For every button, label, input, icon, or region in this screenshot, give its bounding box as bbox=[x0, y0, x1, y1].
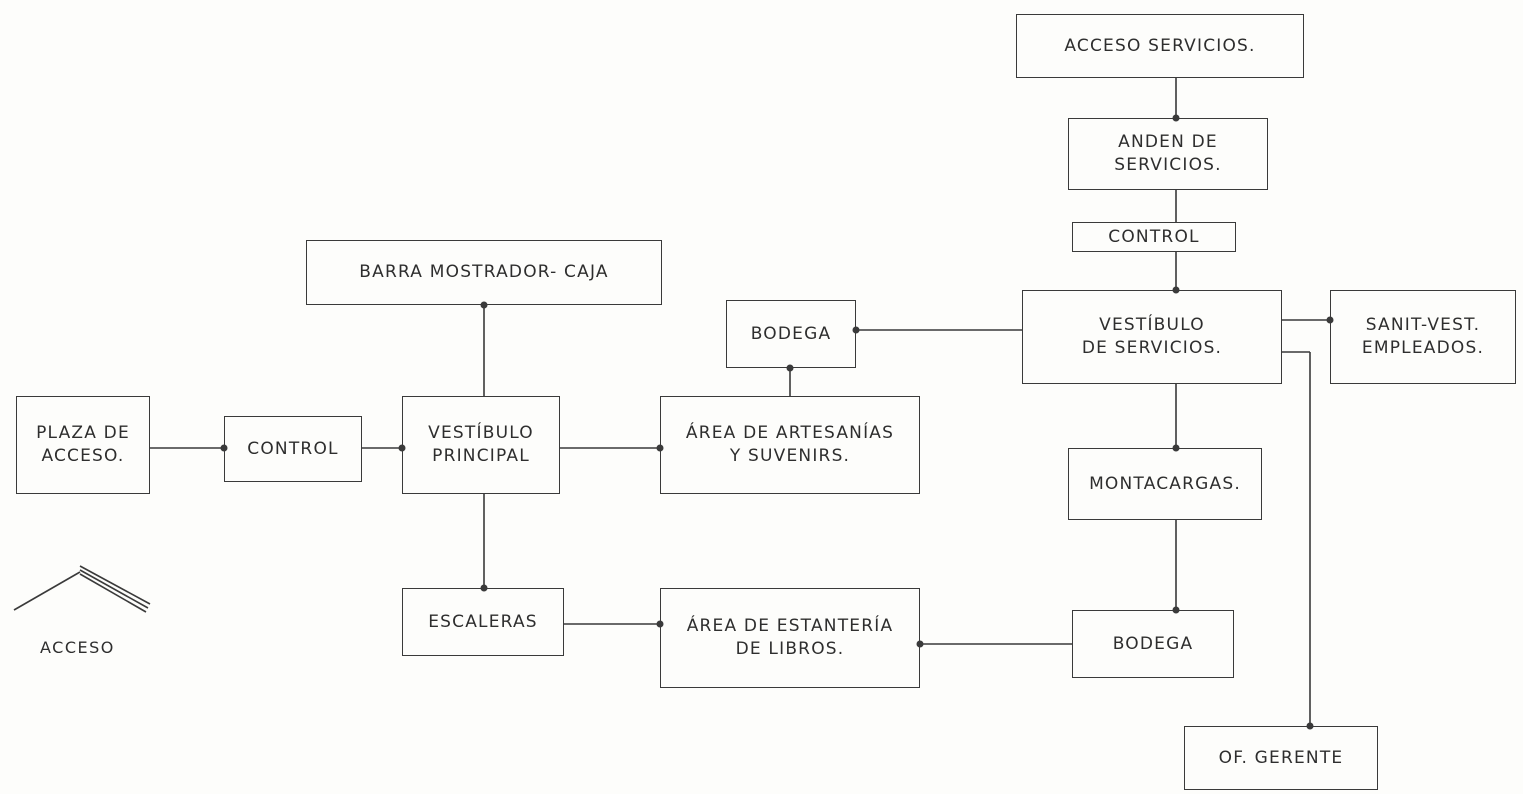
node-escaleras: Escaleras bbox=[402, 588, 564, 656]
node-label: Barra mostrador- caja bbox=[359, 262, 609, 283]
node-label: Montacargas. bbox=[1089, 473, 1241, 494]
node-control-principal: Control bbox=[224, 416, 362, 482]
node-vestibulo-servicios: Vestíbulo de servicios. bbox=[1022, 290, 1282, 384]
node-label: Área de estantería de libros. bbox=[686, 616, 894, 659]
node-label: Control bbox=[247, 438, 339, 459]
node-area-estanteria: Área de estantería de libros. bbox=[660, 588, 920, 688]
node-control-servicios: Control bbox=[1072, 222, 1236, 252]
node-label: Of. gerente bbox=[1218, 747, 1344, 768]
node-label: Sanit-vest. empleados. bbox=[1361, 315, 1485, 358]
node-of-gerente: Of. gerente bbox=[1184, 726, 1378, 790]
node-vestibulo-principal: Vestíbulo principal bbox=[402, 396, 560, 494]
access-label: Acceso bbox=[40, 638, 115, 657]
node-plaza-acceso: Plaza de acceso. bbox=[16, 396, 150, 494]
node-label: Anden de servicios. bbox=[1114, 132, 1222, 175]
node-barra-mostrador: Barra mostrador- caja bbox=[306, 240, 662, 305]
node-label: Bodega bbox=[1112, 633, 1194, 654]
node-label: Vestíbulo de servicios. bbox=[1081, 315, 1223, 358]
node-label: Bodega bbox=[750, 323, 832, 344]
node-label: Escaleras bbox=[428, 611, 538, 632]
node-label: Acceso servicios. bbox=[1064, 35, 1256, 56]
node-label: Vestíbulo principal bbox=[428, 423, 534, 466]
node-label: Plaza de acceso. bbox=[36, 423, 130, 466]
node-area-artesanias: Área de artesanías y suvenirs. bbox=[660, 396, 920, 494]
node-label: Área de artesanías y suvenirs. bbox=[685, 423, 895, 466]
node-sanit-vest: Sanit-vest. empleados. bbox=[1330, 290, 1516, 384]
node-label: Control bbox=[1108, 226, 1200, 247]
node-anden-servicios: Anden de servicios. bbox=[1068, 118, 1268, 190]
node-acceso-servicios: Acceso servicios. bbox=[1016, 14, 1304, 78]
node-montacargas: Montacargas. bbox=[1068, 448, 1262, 520]
node-bodega-libros: Bodega bbox=[1072, 610, 1234, 678]
node-bodega-artesanias: Bodega bbox=[726, 300, 856, 368]
